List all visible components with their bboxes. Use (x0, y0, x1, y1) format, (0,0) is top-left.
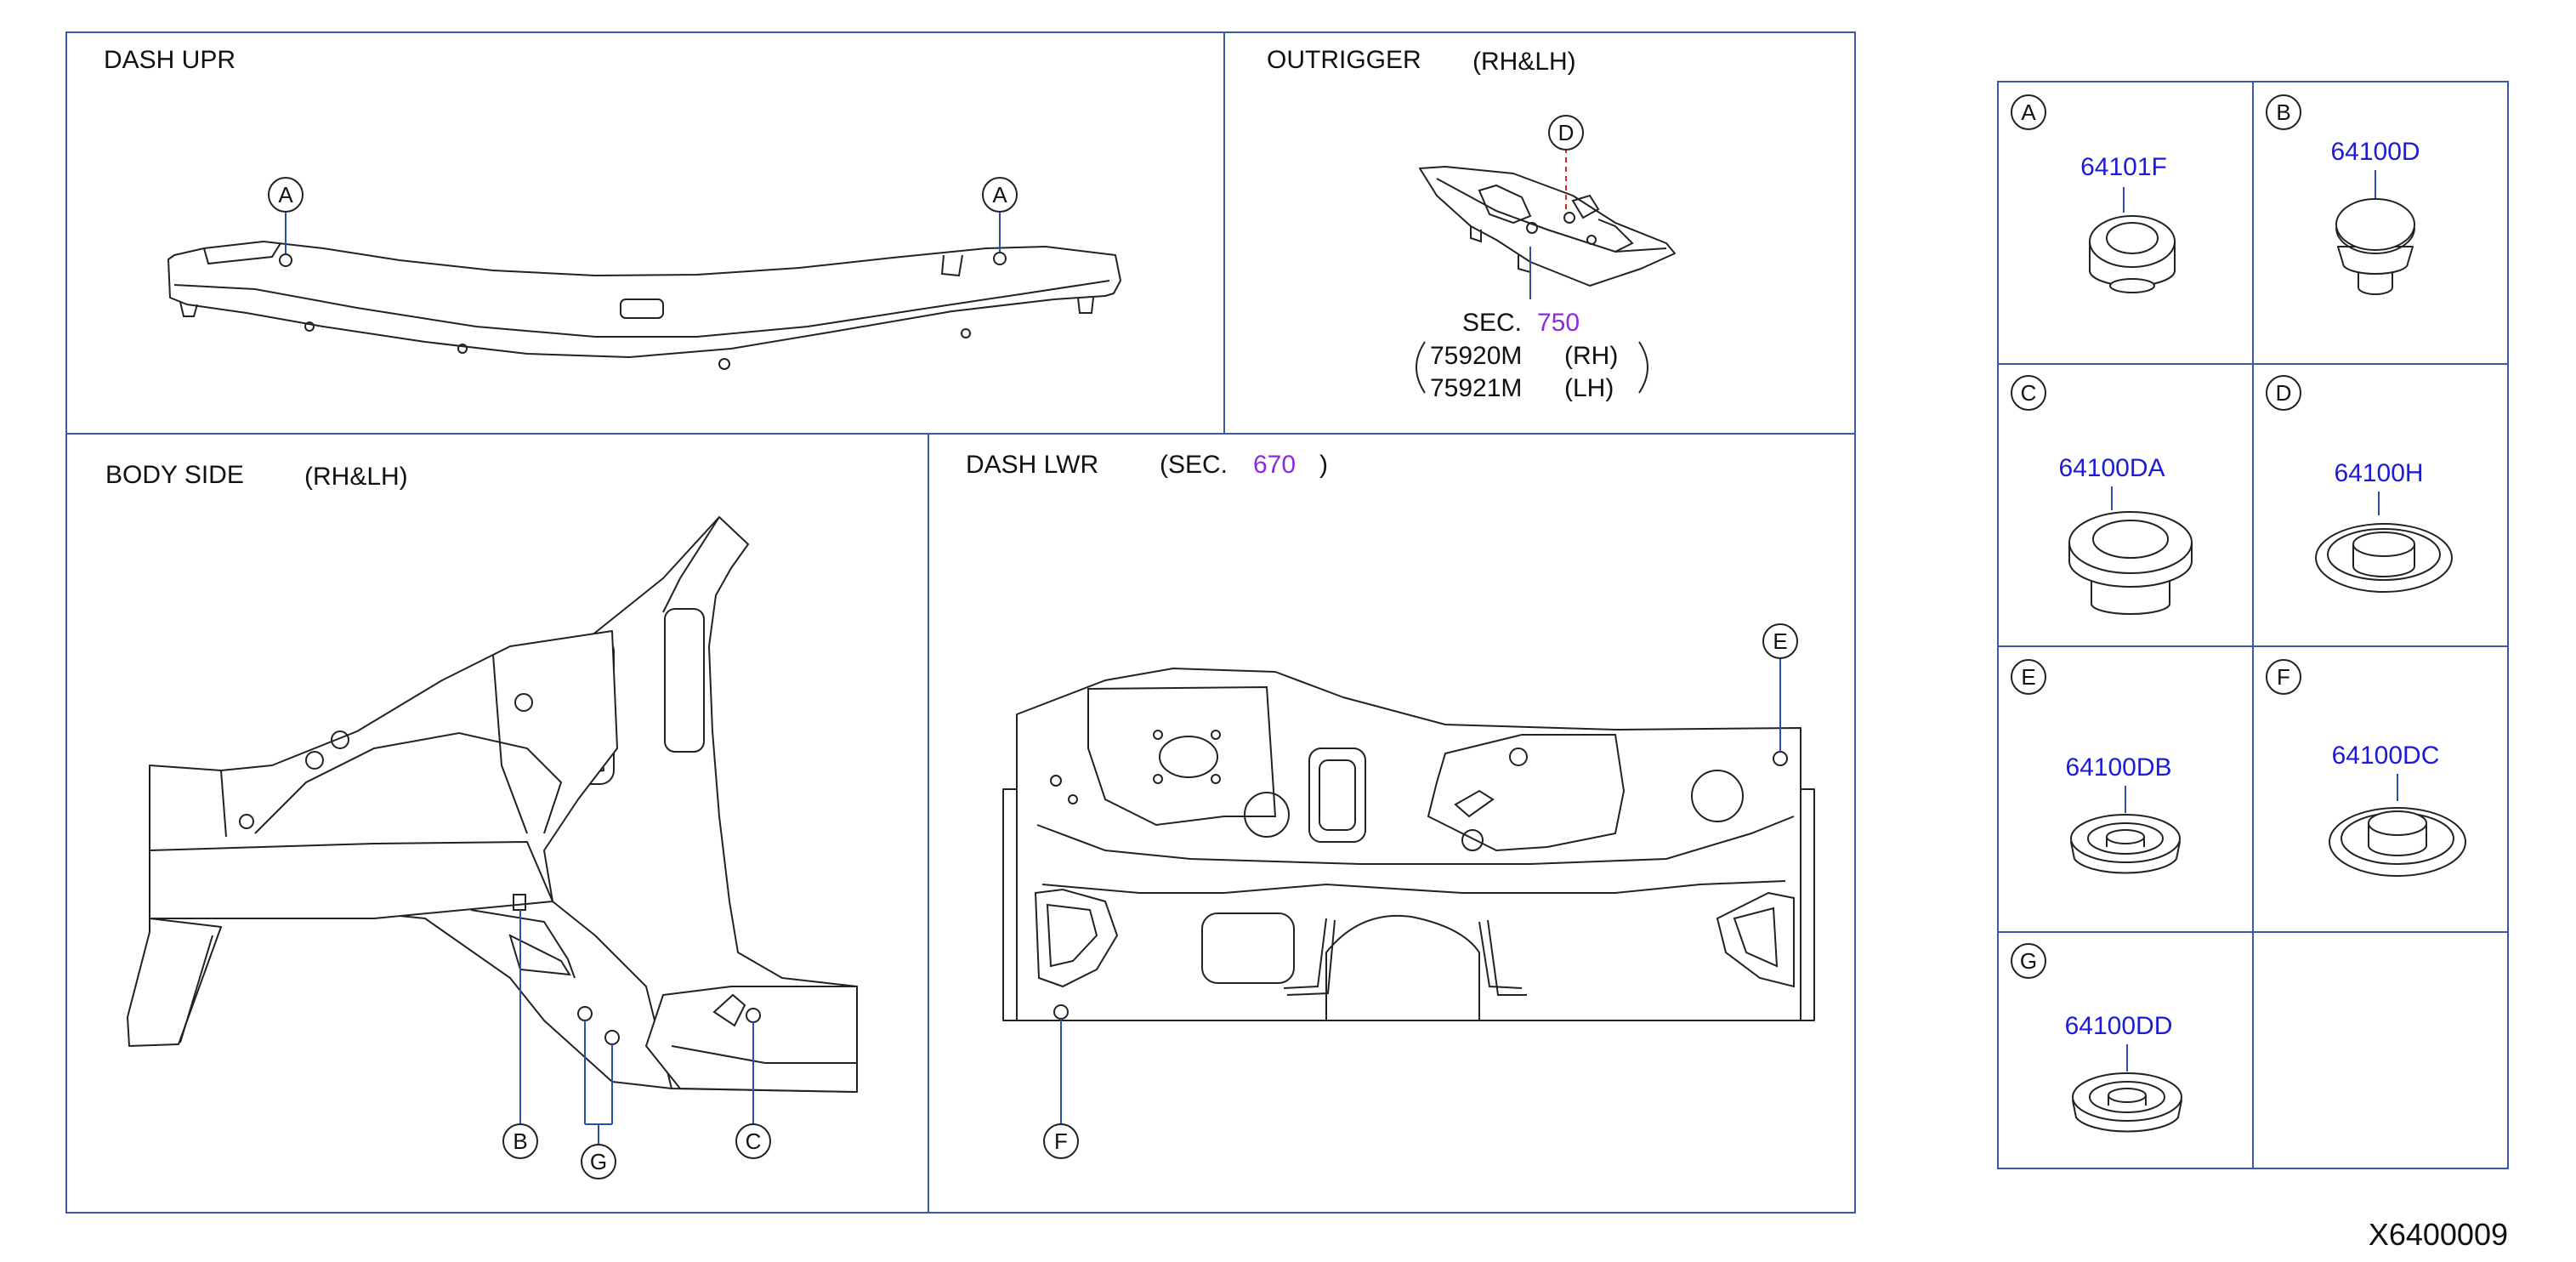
callout-g-body-side: G (581, 1020, 616, 1180)
dash-lwr-panel: DASH LWR (SEC. 670 ) (966, 451, 1815, 1159)
grommet-e-part: 64100DB (2065, 753, 2171, 782)
sec-750-number: 750 (1537, 309, 1580, 337)
drawing-code: X6400009 (2369, 1217, 2508, 1252)
body-side-title: BODY SIDE (105, 461, 244, 489)
grommet-b-letter: B (2276, 99, 2290, 125)
grommet-g-part: 64100DD (2065, 1012, 2173, 1040)
grommet-f-part: 64100DC (2332, 742, 2440, 770)
part-75921m-number: 75921M (1430, 374, 1522, 402)
grommet-f-letter: F (2277, 664, 2290, 690)
callout-f-label: F (1054, 1128, 1068, 1154)
callout-a-left: A (268, 177, 304, 253)
grommet-a-letter: A (2021, 99, 2036, 125)
grommet-cell-c: C 64100DA (2011, 375, 2193, 615)
grommet-d-part: 64100H (2334, 459, 2423, 487)
callout-e-dash-lwr: E (1762, 623, 1798, 752)
grommet-cell-e: E 64100DB (2011, 659, 2181, 874)
grommet-d-icon (2315, 523, 2453, 593)
callout-e-label: E (1773, 628, 1787, 654)
sec-750-prefix: SEC. (1462, 309, 1522, 337)
grommet-b-part: 64100D (2330, 138, 2420, 166)
grommet-cell-f: F 64100DC (2266, 659, 2466, 877)
grommet-g-icon (2072, 1072, 2182, 1133)
dash-lwr-title: DASH LWR (966, 451, 1098, 479)
grommet-a-icon (2089, 215, 2176, 293)
grommet-a-part: 64101F (2080, 153, 2167, 181)
grommet-e-letter: E (2021, 664, 2035, 690)
grommet-b-icon (2335, 198, 2415, 295)
bracket-right (1638, 341, 1648, 394)
grommet-d-letter: D (2276, 380, 2292, 406)
callout-f-dash-lwr: F (1043, 1019, 1079, 1159)
dash-lwr-sec-number: 670 (1253, 451, 1296, 479)
grommet-g-letter: G (2020, 948, 2037, 974)
dash-lwr-sec-open: (SEC. (1160, 451, 1228, 479)
outrigger-title: OUTRIGGER (1267, 46, 1421, 74)
callout-c-body-side: C (735, 1022, 771, 1159)
main-frame (65, 31, 1856, 1214)
outrigger-drawing (1419, 166, 1676, 287)
callout-c-label: C (746, 1128, 762, 1154)
grommet-f-icon (2329, 807, 2466, 877)
outrigger-panel: OUTRIGGER (RH&LH) D SEC. 750 75920M (RH)… (1267, 46, 1676, 402)
grommet-c-part: 64100DA (2058, 454, 2165, 482)
callout-d-outrigger: D (1548, 115, 1584, 213)
dash-lower-panel-drawing (1002, 668, 1815, 1021)
callout-d-outrigger-label: D (1558, 120, 1575, 145)
part-75920m-side: (RH) (1564, 342, 1618, 370)
callout-a-right-label: A (992, 182, 1007, 207)
grommet-cell-a: A 64101F (2011, 94, 2176, 293)
dash-lwr-sec-close: ) (1319, 451, 1328, 479)
body-side-qualifier: (RH&LH) (304, 463, 408, 491)
grommet-e-icon (2070, 814, 2181, 874)
grommet-c-icon (2068, 511, 2193, 615)
body-side-drawing (127, 516, 858, 1093)
dash-upr-panel: DASH UPR A A (104, 46, 1121, 370)
grommet-cell-b: B 64100D (2266, 94, 2420, 295)
grommet-cell-d: D 64100H (2266, 375, 2453, 593)
callout-b-label: B (513, 1128, 527, 1154)
callout-a-right: A (982, 177, 1018, 252)
outrigger-qualifier: (RH&LH) (1472, 48, 1576, 76)
grommet-cell-g: G 64100DD (2011, 943, 2182, 1133)
grommet-table: A 64101F B 64100D (1997, 81, 2509, 1169)
bracket-left (1416, 341, 1426, 394)
callout-b-body-side: B (502, 910, 538, 1159)
dash-upr-title: DASH UPR (104, 46, 235, 74)
part-75920m-number: 75920M (1430, 342, 1522, 370)
dash-upper-member-drawing (167, 241, 1121, 370)
callout-g-label: G (590, 1149, 607, 1174)
callout-a-left-label: A (278, 182, 293, 207)
grommet-c-letter: C (2021, 380, 2037, 406)
body-side-panel: BODY SIDE (RH&LH) (105, 461, 858, 1180)
part-75921m-side: (LH) (1564, 374, 1614, 402)
